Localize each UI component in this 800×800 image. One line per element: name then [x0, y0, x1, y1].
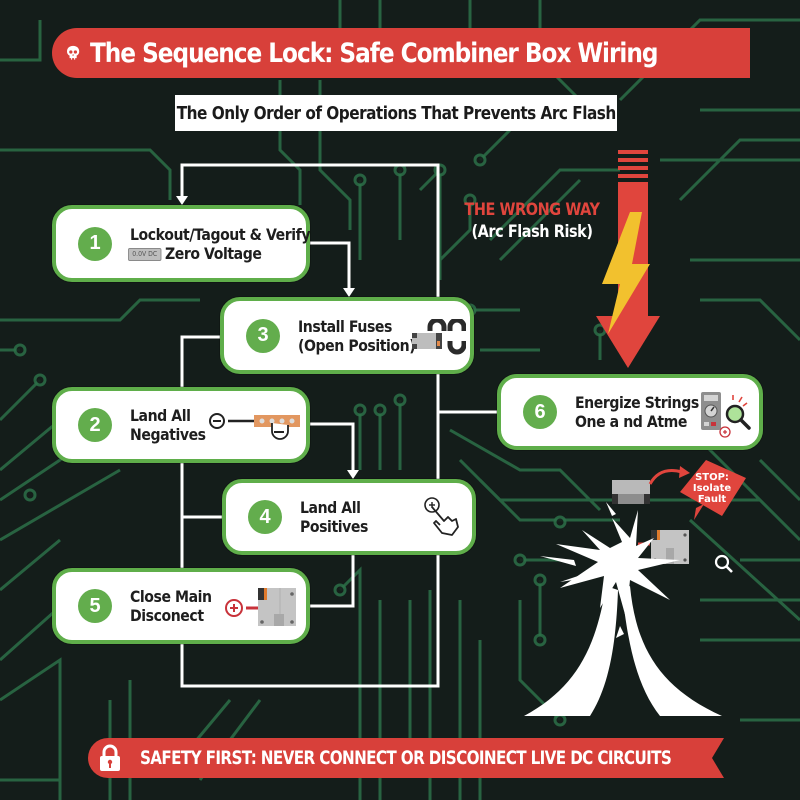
step-2-card: 2 Land All Negatives	[52, 387, 310, 463]
wrong-way-subtitle: (Arc Flash Risk)	[471, 222, 593, 242]
step-number: 5	[78, 589, 112, 623]
arc-flash-explosion-icon	[524, 466, 733, 716]
skull-icon	[67, 45, 80, 60]
fuse-holder-open-icon	[412, 319, 466, 355]
step-label: Land All Negatives	[130, 406, 206, 444]
voltmeter-display-icon: 0.0V DC	[128, 247, 162, 261]
page-title: The Sequence Lock: Safe Combiner Box Wir…	[90, 37, 658, 69]
step-number: 3	[246, 318, 280, 353]
step-number: 2	[78, 408, 112, 442]
multimeter-magnifier-icon	[701, 392, 751, 438]
stop-label: STOP: Isolate Fault	[692, 472, 732, 505]
step-label: Close Main Disconect	[130, 587, 212, 625]
hand-press-positive-icon	[424, 497, 459, 536]
safety-warning-text: SAFETY FIRST: NEVER CONNECT OR DISCOINEC…	[140, 747, 672, 769]
wrong-way-label: THE WRONG WAY (Arc Flash Risk)	[452, 200, 612, 242]
step-label: Install Fuses (Open Position)	[298, 316, 416, 355]
step-label: Energize Strings One a nd Atme	[575, 393, 699, 431]
step-number: 1	[78, 226, 112, 261]
lightning-down-arrow-icon	[596, 150, 660, 368]
negative-terminal-busbar-icon	[209, 413, 300, 440]
step-6-card: 6 Energize Strings One a nd Atme	[497, 374, 763, 450]
step-3-card: 3 Install Fuses (Open Position)	[220, 297, 474, 374]
step-number: 6	[523, 395, 557, 429]
step-4-card: 4 Land All Positives	[222, 479, 476, 555]
padlock-icon	[100, 744, 120, 771]
stop-isolate-fault-sign: STOP: Isolate Fault	[676, 458, 748, 522]
step-number: 4	[248, 500, 282, 534]
subtitle: The Only Order of Operations That Preven…	[176, 102, 616, 124]
title-banner: The Sequence Lock: Safe Combiner Box Wir…	[52, 28, 750, 78]
subtitle-box: The Only Order of Operations That Preven…	[175, 95, 617, 131]
positive-disconnect-switch-icon	[225, 588, 296, 626]
magnifier-icon	[714, 554, 733, 573]
fuse-icon	[612, 480, 650, 504]
step-label: Land All Positives	[300, 498, 368, 536]
wrong-way-title: THE WRONG WAY	[464, 200, 600, 220]
safety-footer-banner: SAFETY FIRST: NEVER CONNECT OR DISCOINEC…	[88, 738, 724, 778]
step-5-card: 5 Close Main Disconect	[52, 568, 310, 644]
